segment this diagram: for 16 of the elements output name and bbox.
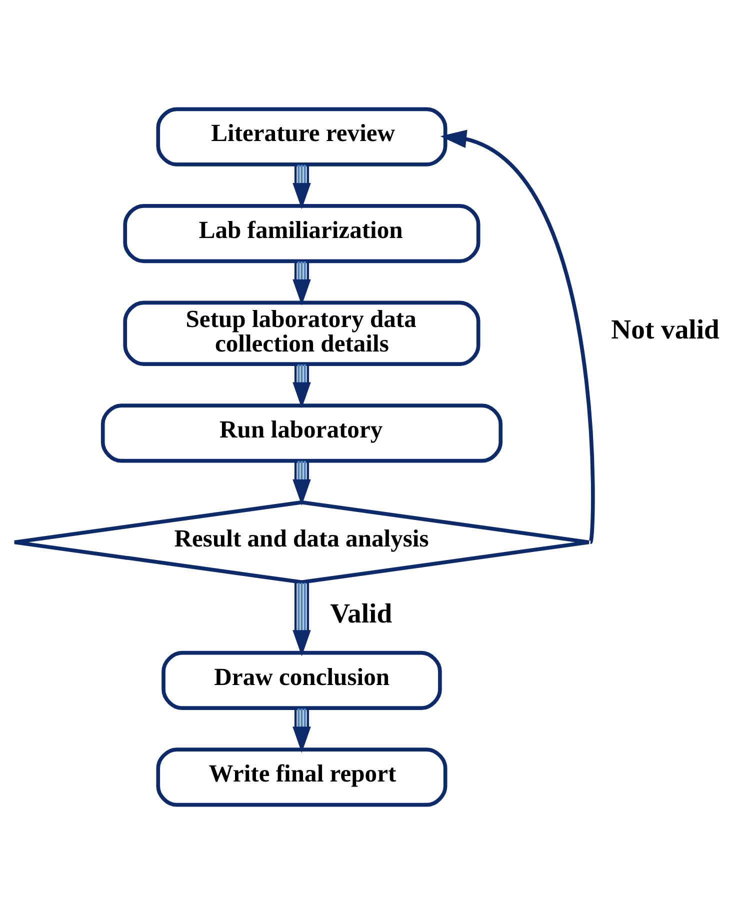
arrow — [292, 460, 311, 505]
arrow — [292, 364, 311, 408]
edge-label: Not valid — [611, 313, 720, 344]
edge-label: Valid — [330, 597, 392, 628]
node-box: Lab familiarization — [123, 203, 480, 263]
node-box: Setup laboratory data collection details — [123, 300, 480, 366]
arrow — [292, 582, 311, 656]
node-box: Literature review — [156, 106, 448, 166]
node-diamond: Result and data analysis — [12, 500, 591, 584]
node-box: Draw conclusion — [162, 650, 442, 710]
node-box: Write final report — [156, 747, 448, 806]
arrow — [440, 129, 595, 542]
arrow — [292, 708, 311, 752]
arrow — [292, 261, 311, 305]
node-box: Run laboratory — [100, 403, 503, 462]
arrow — [292, 164, 311, 209]
